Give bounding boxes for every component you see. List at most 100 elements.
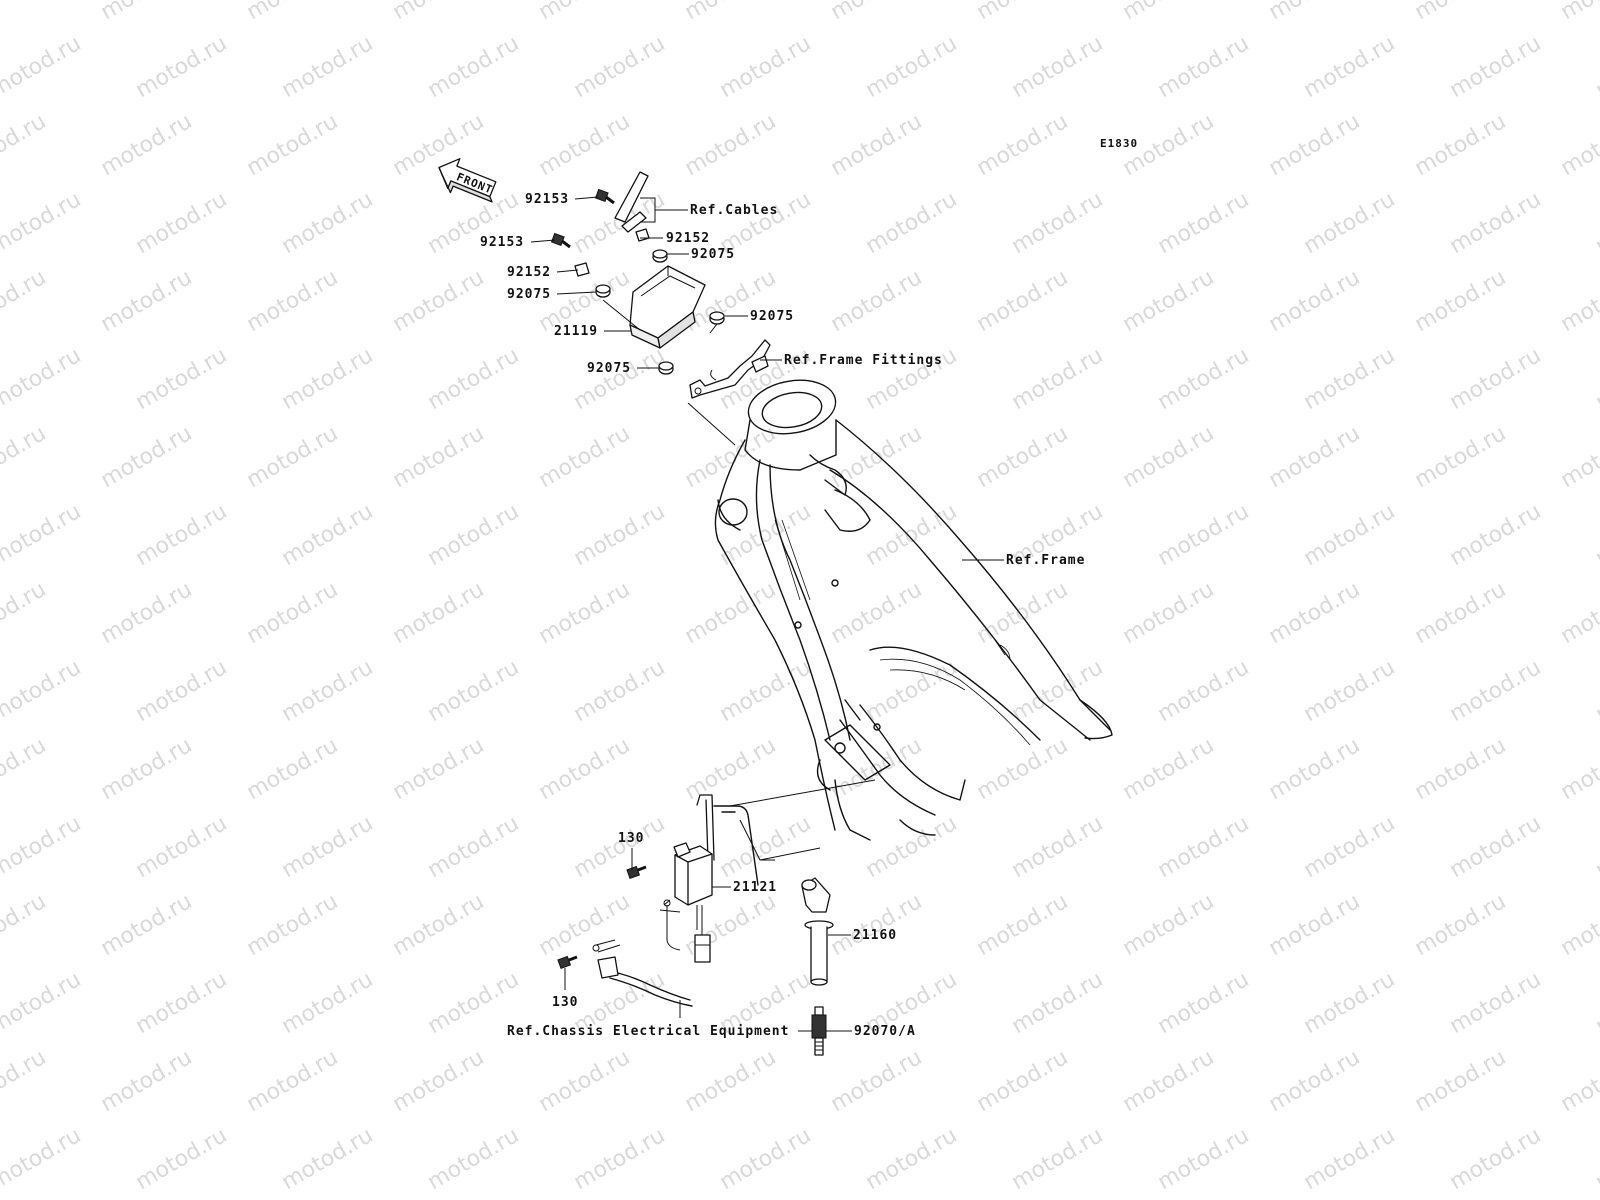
watermark-text: motod.ru xyxy=(1300,1123,1400,1195)
watermark-text: motod.ru xyxy=(1592,31,1600,103)
watermark-text: motod.ru xyxy=(1300,655,1400,727)
watermark-text: motod.ru xyxy=(278,655,378,727)
watermark-text: motod.ru xyxy=(681,0,781,25)
watermark-text: motod.ru xyxy=(570,655,670,727)
watermark-text: motod.ru xyxy=(973,109,1073,181)
frame xyxy=(714,379,1113,841)
watermark-text: motod.ru xyxy=(389,733,489,805)
watermark-text: motod.ru xyxy=(973,889,1073,961)
watermark-text: motod.ru xyxy=(1119,0,1219,25)
watermark-text: motod.ru xyxy=(827,265,927,337)
watermark-text: motod.ru xyxy=(1557,577,1600,649)
watermark-text: motod.ru xyxy=(243,109,343,181)
watermark-text: motod.ru xyxy=(1411,0,1511,25)
watermark-text: motod.ru xyxy=(1265,265,1365,337)
watermark-text: motod.ru xyxy=(827,0,927,25)
watermark-text: motod.ru xyxy=(424,811,524,883)
watermark-text: motod.ru xyxy=(97,0,197,25)
watermark-text: motod.ru xyxy=(1119,421,1219,493)
watermark-text: motod.ru xyxy=(1557,889,1600,961)
watermark-text: motod.ru xyxy=(1119,265,1219,337)
watermark-text: motod.ru xyxy=(1592,967,1600,1039)
watermark-text: motod.ru xyxy=(1557,265,1600,337)
watermark-text: motod.ru xyxy=(278,499,378,571)
watermark-text: motod.ru xyxy=(1411,889,1511,961)
watermark-text: motod.ru xyxy=(535,109,635,181)
watermark-text: motod.ru xyxy=(97,733,197,805)
watermark-text: motod.ru xyxy=(1265,577,1365,649)
watermark-text: motod.ru xyxy=(389,0,489,25)
leader-lines xyxy=(530,196,1004,1032)
watermark-text: motod.ru xyxy=(716,655,816,727)
watermark-text: motod.ru xyxy=(862,187,962,259)
watermark-text: motod.ru xyxy=(0,577,50,649)
watermark-text: motod.ru xyxy=(243,889,343,961)
watermark-text: motod.ru xyxy=(389,421,489,493)
watermark-text: motod.ru xyxy=(1446,811,1546,883)
front-arrow: FRONT xyxy=(438,158,497,203)
watermark-text: motod.ru xyxy=(389,577,489,649)
watermark-text: motod.ru xyxy=(132,499,232,571)
watermark-text: motod.ru xyxy=(243,265,343,337)
watermark-text: motod.ru xyxy=(1446,187,1546,259)
watermark-text: motod.ru xyxy=(681,577,781,649)
watermark-text: motod.ru xyxy=(278,343,378,415)
watermark-text: motod.ru xyxy=(389,1045,489,1117)
watermark-text: motod.ru xyxy=(1300,811,1400,883)
watermark-text: motod.ru xyxy=(0,343,85,415)
watermark-text: motod.ru xyxy=(827,577,927,649)
watermark-text: motod.ru xyxy=(570,811,670,883)
watermark-text: motod.ru xyxy=(1154,967,1254,1039)
watermark-text: motod.ru xyxy=(973,0,1073,25)
callout-21160: 21160 xyxy=(853,928,897,943)
watermark-text: motod.ru xyxy=(132,1123,232,1195)
watermark-text: motod.ru xyxy=(1154,811,1254,883)
watermark-text: motod.ru xyxy=(862,31,962,103)
grommet-92075-c xyxy=(709,311,725,325)
watermark-text: motod.ru xyxy=(1411,109,1511,181)
callout-130-upper: 130 xyxy=(618,831,644,846)
watermark-text: motod.ru xyxy=(1265,421,1365,493)
watermark-text: motod.ru xyxy=(1557,421,1600,493)
watermark-text: motod.ru xyxy=(1557,109,1600,181)
watermark-text: motod.ru xyxy=(0,499,85,571)
watermark-text: motod.ru xyxy=(243,577,343,649)
watermark-text: motod.ru xyxy=(535,421,635,493)
bolt-130-lower xyxy=(557,955,578,970)
ref-frame: Ref.Frame xyxy=(1006,553,1085,568)
watermark-text: motod.ru xyxy=(1154,1123,1254,1195)
watermark-text: motod.ru xyxy=(1446,967,1546,1039)
watermark-text: motod.ru xyxy=(973,421,1073,493)
watermark-text: motod.ru xyxy=(243,733,343,805)
watermark-text: motod.ru xyxy=(1446,655,1546,727)
callout-92075-d: 92075 xyxy=(587,361,631,376)
watermark-text: motod.ru xyxy=(424,1123,524,1195)
watermark-text: motod.ru xyxy=(424,31,524,103)
callout-92152-upper: 92152 xyxy=(666,231,710,246)
watermark-text: motod.ru xyxy=(132,655,232,727)
bolt-92153-lower xyxy=(550,232,571,249)
callout-21119: 21119 xyxy=(554,324,598,339)
watermark-text: motod.ru xyxy=(1154,655,1254,727)
watermark-text: motod.ru xyxy=(827,109,927,181)
cdi-unit-21119 xyxy=(629,265,706,349)
watermark-text: motod.ru xyxy=(862,499,962,571)
watermark-text: motod.ru xyxy=(1008,967,1108,1039)
cable-guide xyxy=(614,171,688,233)
watermark-text: motod.ru xyxy=(1119,577,1219,649)
bolt-92153-upper xyxy=(594,188,615,205)
watermark-text: motod.ru xyxy=(1592,187,1600,259)
callout-92153-lower: 92153 xyxy=(480,235,524,250)
grommet-92075-a xyxy=(652,249,668,263)
watermark-text: motod.ru xyxy=(97,1045,197,1117)
assembly-lines xyxy=(659,402,876,913)
watermark-text: motod.ru xyxy=(862,1123,962,1195)
watermark-text: motod.ru xyxy=(535,733,635,805)
wire-harness xyxy=(592,899,693,1007)
watermark-text: motod.ru xyxy=(278,1123,378,1195)
watermark-text: motod.ru xyxy=(535,889,635,961)
watermark-text: motod.ru xyxy=(1557,0,1600,25)
watermark-text: motod.ru xyxy=(1265,733,1365,805)
watermark-text: motod.ru xyxy=(681,733,781,805)
watermark-text: motod.ru xyxy=(0,0,50,25)
